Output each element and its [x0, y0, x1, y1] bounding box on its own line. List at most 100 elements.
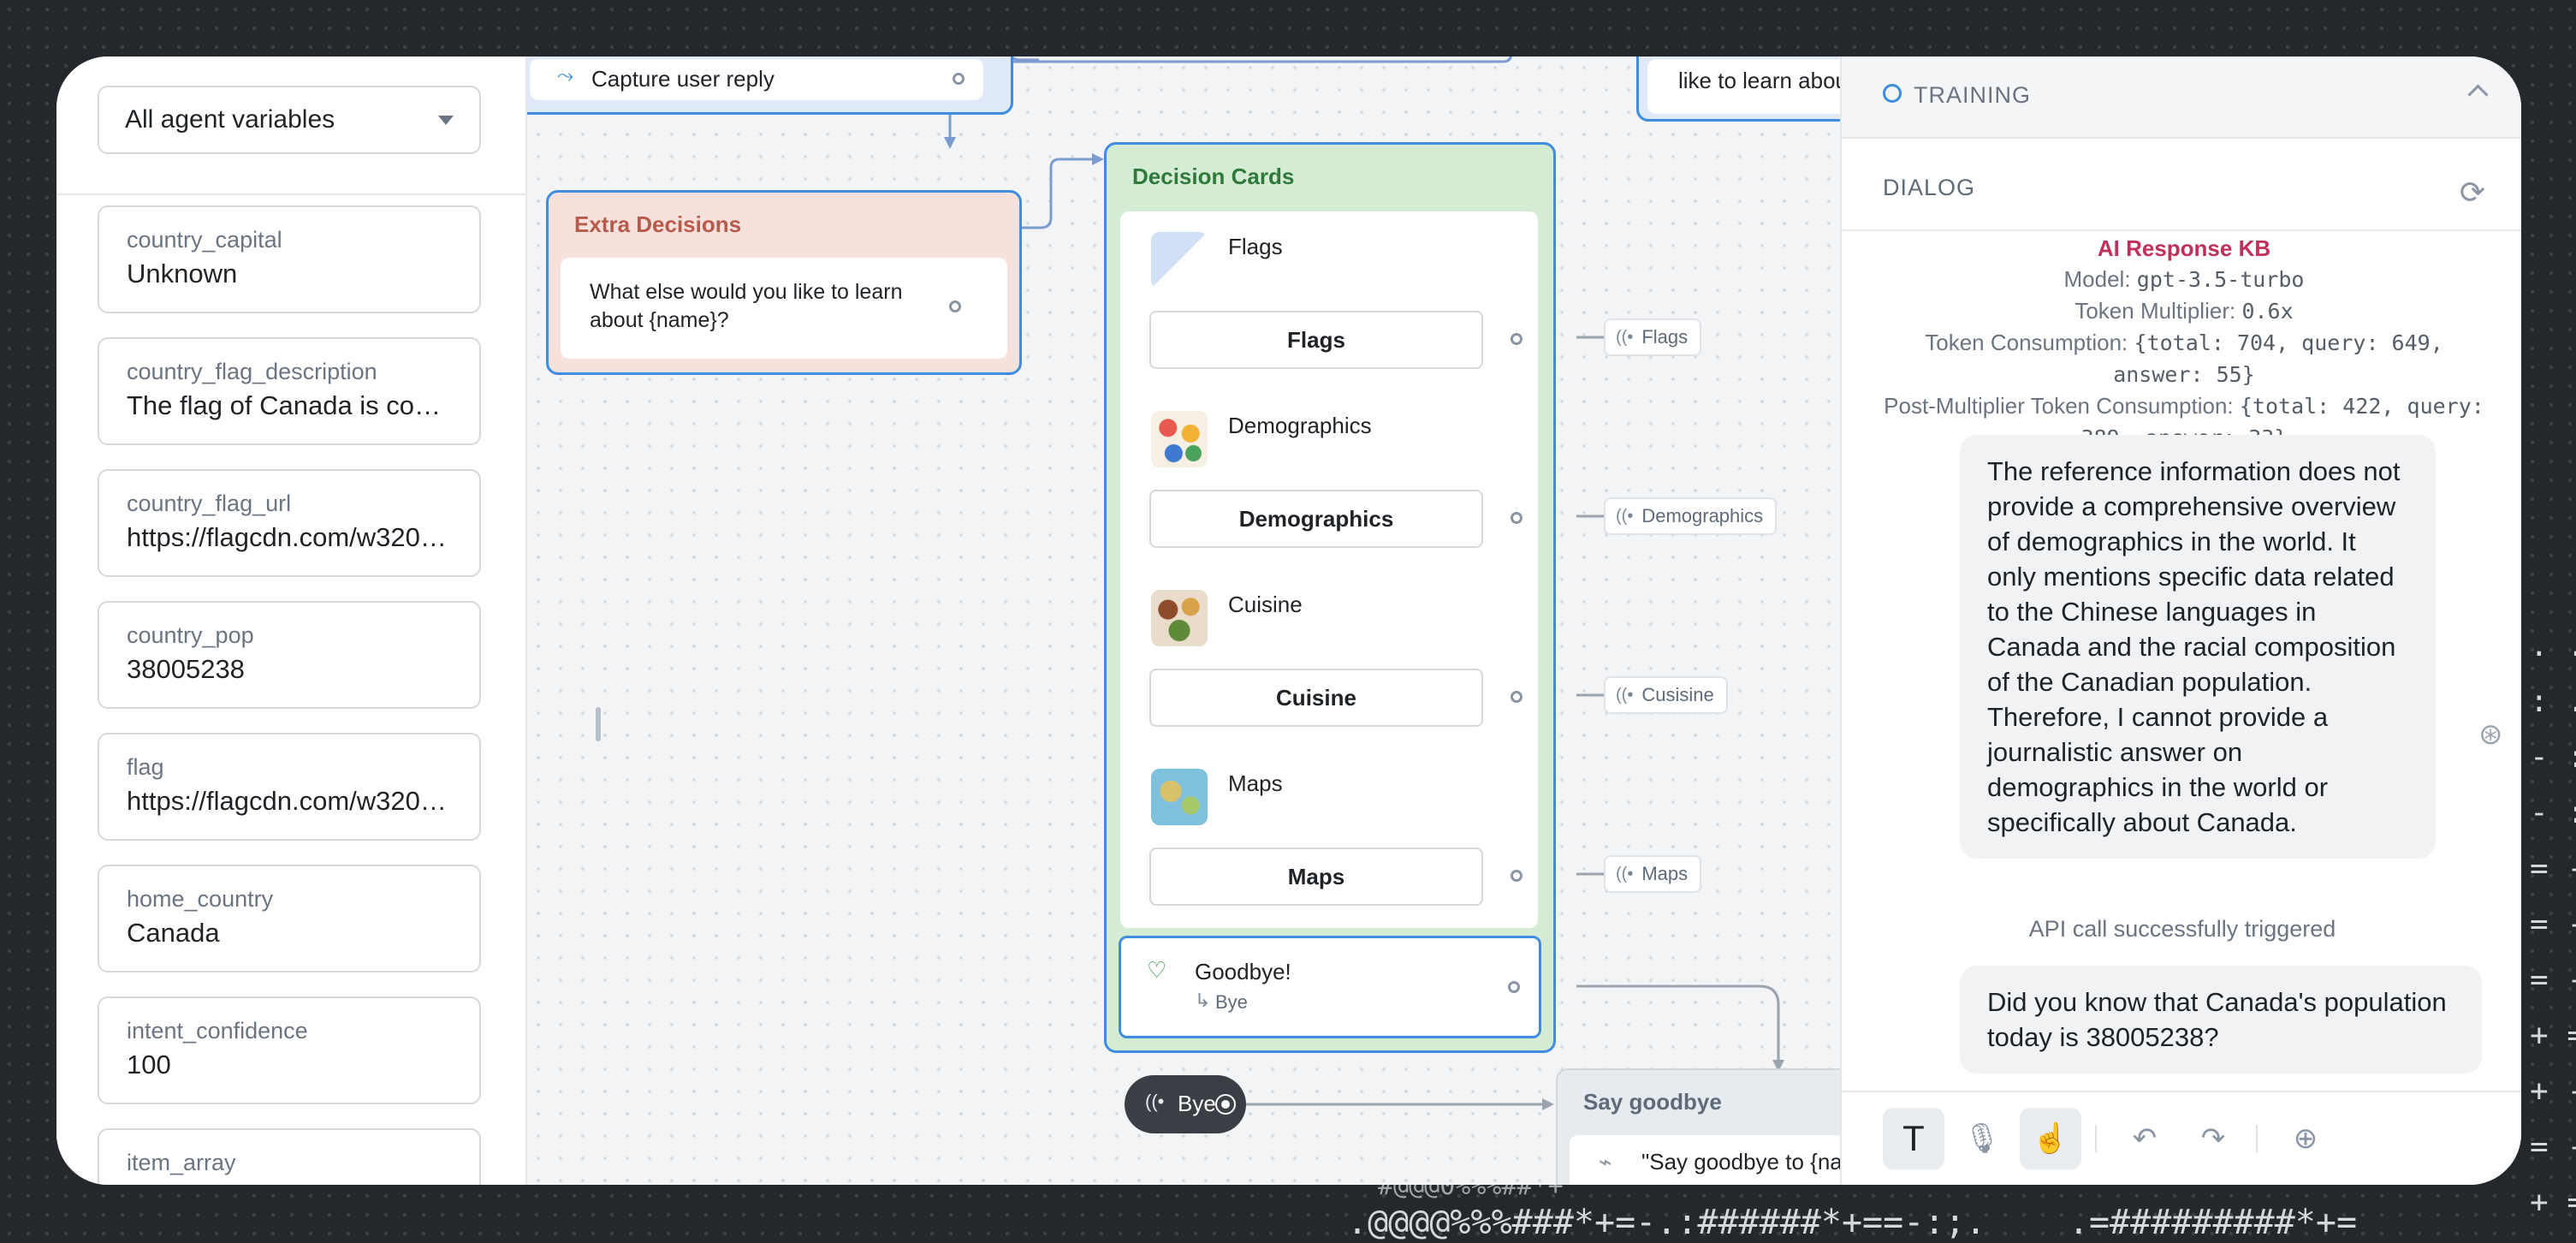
- divider: [56, 193, 525, 195]
- debug-consumption-value: {total: 704, query: 649, answer: 55}: [2113, 330, 2443, 387]
- choice-image: [1151, 232, 1208, 288]
- redo-icon[interactable]: ↷: [2200, 1122, 2226, 1155]
- dialog-title: DIALOG: [1883, 175, 1976, 200]
- path-tag[interactable]: ((• Flags: [1604, 318, 1702, 356]
- variables-filter-label: All agent variables: [125, 105, 335, 134]
- capture-port[interactable]: [953, 73, 965, 85]
- choice-label: Flags: [1228, 234, 1283, 259]
- path-tag[interactable]: ((•Cusisine: [1604, 676, 1728, 714]
- extra-decisions-block[interactable]: Extra Decisions What else would you like…: [546, 190, 1022, 375]
- undo-icon[interactable]: ↶: [2132, 1122, 2158, 1155]
- say-goodbye-title: Say goodbye: [1583, 1089, 1722, 1115]
- choice-label: Cuisine: [1228, 592, 1303, 617]
- download-icon[interactable]: ⊕: [2293, 1122, 2318, 1155]
- system-message: API call successfully triggered: [2028, 916, 2336, 942]
- debug-consumption: Token Consumption: {total: 704, query: 6…: [1876, 327, 2492, 390]
- choice-port[interactable]: [1511, 870, 1522, 882]
- variable-value[interactable]: https://flagcdn.com/w320/ca.png: [127, 786, 452, 816]
- variable-value[interactable]: 38005238: [127, 654, 245, 684]
- capture-label: Capture user reply: [591, 66, 775, 92]
- variable-field[interactable]: country_pop 38005238: [98, 601, 481, 709]
- variable-name: intent_confidence: [127, 1018, 308, 1044]
- extra-decisions-port[interactable]: [949, 300, 961, 312]
- capture-reply-card[interactable]: ⤳ Capture user reply: [530, 59, 983, 100]
- collapse-chevron-icon[interactable]: [2467, 84, 2489, 105]
- variable-name: flag: [127, 754, 164, 780]
- variable-field[interactable]: flag https://flagcdn.com/w320/ca.png: [98, 733, 481, 841]
- debug-multiplier-label: Token Multiplier:: [2074, 298, 2236, 324]
- path-icon: ((•: [1616, 327, 1634, 347]
- choice-button[interactable]: Maps: [1149, 848, 1483, 906]
- path-label: Flags: [1641, 326, 1689, 348]
- capture-reply-block[interactable]: ⤳ Capture user reply: [527, 56, 1013, 115]
- goodbye-title: Goodbye!: [1195, 959, 1291, 984]
- interaction-mode-icon[interactable]: ☝: [2020, 1108, 2081, 1169]
- variables-filter-select[interactable]: All agent variables: [98, 86, 481, 154]
- goodbye-card[interactable]: ♡ Goodbye! ↳ Bye: [1119, 936, 1541, 1038]
- choice-label: Maps: [1228, 770, 1283, 796]
- debug-model-label: Model:: [2063, 266, 2131, 292]
- variable-name: country_pop: [127, 622, 254, 648]
- choice-image: [1151, 411, 1208, 467]
- debug-post: Post-Multiplier Token Consumption: {tota…: [1876, 390, 2492, 454]
- text-mode-label: T: [1902, 1118, 1925, 1158]
- extra-decisions-title: Extra Decisions: [574, 211, 742, 237]
- refresh-icon[interactable]: ⟳: [2459, 175, 2485, 210]
- microphone-icon[interactable]: 🎙: [1963, 1122, 2001, 1155]
- path-label: Demographics: [1641, 505, 1764, 526]
- variable-value[interactable]: Canada: [127, 918, 220, 948]
- extra-decisions-card[interactable]: What else would you like to learn about …: [561, 258, 1007, 359]
- dialog-header: DIALOG ⟳: [1842, 156, 2521, 231]
- variable-value[interactable]: Unknown: [127, 259, 238, 288]
- choice-button[interactable]: Flags: [1149, 311, 1483, 369]
- path-tag[interactable]: ((•Demographics: [1604, 497, 1778, 535]
- choice-image: [1151, 590, 1208, 646]
- text-mode-button[interactable]: T: [1883, 1108, 1944, 1169]
- bye-label: Bye: [1178, 1091, 1216, 1116]
- bye-port[interactable]: [1217, 1096, 1234, 1113]
- training-panel: TRAINING DIALOG ⟳ AI Response KB Model: …: [1840, 56, 2521, 1185]
- arrow-head: [1542, 1098, 1554, 1110]
- variable-value[interactable]: 100: [127, 1050, 171, 1079]
- ai-kb-icon[interactable]: ⊛: [2478, 718, 2503, 751]
- debug-model: Model: gpt-3.5-turbo: [1876, 264, 2492, 295]
- resize-handle[interactable]: [596, 707, 601, 741]
- choice-port[interactable]: [1511, 691, 1522, 703]
- training-header[interactable]: TRAINING: [1842, 56, 2521, 139]
- path-tag[interactable]: ((•Maps: [1604, 855, 1702, 893]
- training-title: TRAINING: [1914, 82, 2032, 108]
- ascii-art-right: . . : . - : - : = - = - = - + = + - = - …: [2530, 628, 2576, 1220]
- variable-name: country_flag_description: [127, 359, 377, 384]
- arrow-head: [944, 137, 956, 149]
- dialog-body[interactable]: AI Response KB Model: gpt-3.5-turbo Toke…: [1842, 233, 2521, 1091]
- assistant-message: The reference information does not provi…: [1960, 435, 2436, 859]
- goodbye-port[interactable]: [1508, 981, 1520, 993]
- path-icon: ((•: [1616, 685, 1634, 705]
- bye-path-icon: ((•: [1145, 1091, 1165, 1112]
- choice-port[interactable]: [1511, 333, 1522, 345]
- divider: [2095, 1125, 2097, 1152]
- variable-value[interactable]: The flag of Canada is commonly known as …: [127, 390, 452, 420]
- variable-name: country_flag_url: [127, 491, 292, 516]
- flow-canvas[interactable]: ⤳ Capture user reply like to learn about…: [527, 56, 1896, 1185]
- connector-top-to-decision: [948, 56, 1513, 137]
- variable-field[interactable]: country_flag_url https://flagcdn.com/w320…: [98, 469, 481, 577]
- input-toolbar: T 🎙 ☝ ↶ ↷ ⊕: [1842, 1091, 2521, 1185]
- variable-value[interactable]: https://flagcdn.com/w320/ca.png: [127, 522, 452, 552]
- choice-button[interactable]: Cuisine: [1149, 669, 1483, 727]
- bye-pill[interactable]: ((• Bye: [1125, 1075, 1246, 1133]
- choice-port[interactable]: [1511, 512, 1522, 524]
- variable-field[interactable]: item_array: [98, 1128, 481, 1185]
- extra-decisions-text: What else would you like to learn about …: [590, 280, 903, 332]
- choice-button[interactable]: Demographics: [1149, 490, 1483, 548]
- variable-field[interactable]: intent_confidence 100: [98, 996, 481, 1104]
